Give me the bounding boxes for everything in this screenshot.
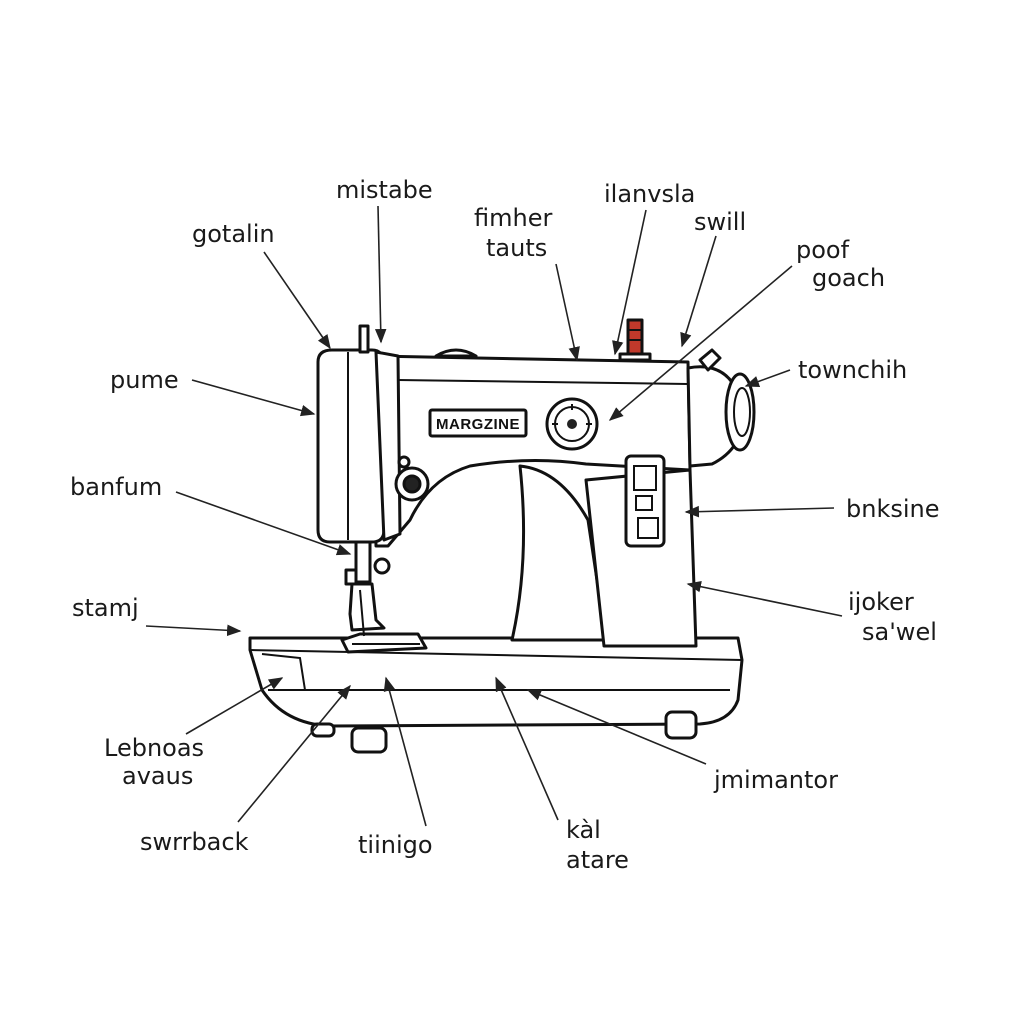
label-jmimantor: jmimantor: [713, 766, 838, 794]
leader-bnksine: [684, 505, 835, 518]
leader-mistabe: [374, 205, 387, 344]
top-pin: [358, 324, 370, 354]
spool-pin: [618, 318, 652, 362]
leader-gotalin: [263, 251, 331, 350]
leader-jmimantor: [526, 689, 707, 765]
label-tiinigo: tiinigo: [358, 831, 433, 859]
label-townchih: townchih: [798, 356, 907, 384]
label-fimher-tauts: fimher tauts: [474, 204, 560, 262]
machine-feet: [310, 710, 698, 754]
label-poof-goach: poof goach: [796, 236, 885, 292]
nameplate: MARGZINE: [428, 408, 528, 438]
label-stamj: stamj: [72, 594, 139, 622]
leader-stamj: [145, 624, 242, 637]
leader-lebnoas-avaus: [185, 677, 284, 735]
label-kal-atare: kàl atare: [566, 816, 629, 874]
machine-pillar: [510, 464, 698, 648]
label-swill: swill: [694, 208, 746, 236]
leader-ijoker-saawel: [686, 580, 843, 617]
label-pume: pume: [110, 366, 179, 394]
label-bnksine: bnksine: [846, 495, 940, 523]
leader-tiinigo: [383, 676, 427, 827]
label-banfum: banfum: [70, 473, 162, 501]
needle-plate: [340, 632, 428, 654]
leader-banfum: [175, 491, 352, 556]
handwheel: [686, 348, 756, 468]
nameplate-text: MARGZINE: [436, 416, 520, 433]
machine-arm: [370, 348, 692, 548]
label-swrrback: swrrback: [140, 828, 249, 856]
label-lebnoas-avaus: Lebnoas avaus: [104, 734, 212, 790]
label-gotalin: gotalin: [192, 220, 275, 248]
leader-poof-goach: [608, 265, 793, 421]
label-ilanvsla: ilanvsla: [604, 180, 695, 208]
needle-assembly: [344, 540, 391, 637]
leader-swill: [680, 235, 717, 348]
leader-fimher-tauts: [555, 263, 580, 362]
label-ijoker-saawel: ijoker sa'wel: [848, 588, 937, 646]
leader-pume: [191, 379, 316, 417]
tension-knob: [394, 455, 430, 502]
label-mistabe: mistabe: [336, 176, 433, 204]
sewing-machine-illustration: MARGZINE: [248, 318, 756, 754]
leader-ilanvsla: [612, 209, 647, 356]
callout-labels: mistabe gotalin fimher tauts ilanvsla sw…: [70, 176, 940, 874]
machine-head: [316, 348, 402, 544]
leader-lines: [145, 205, 843, 827]
leader-townchih: [744, 369, 791, 387]
leader-swrrback: [237, 684, 351, 823]
leader-kal-atare: [495, 676, 559, 821]
selector-panel: [624, 454, 666, 548]
stitch-dial: [545, 397, 599, 451]
